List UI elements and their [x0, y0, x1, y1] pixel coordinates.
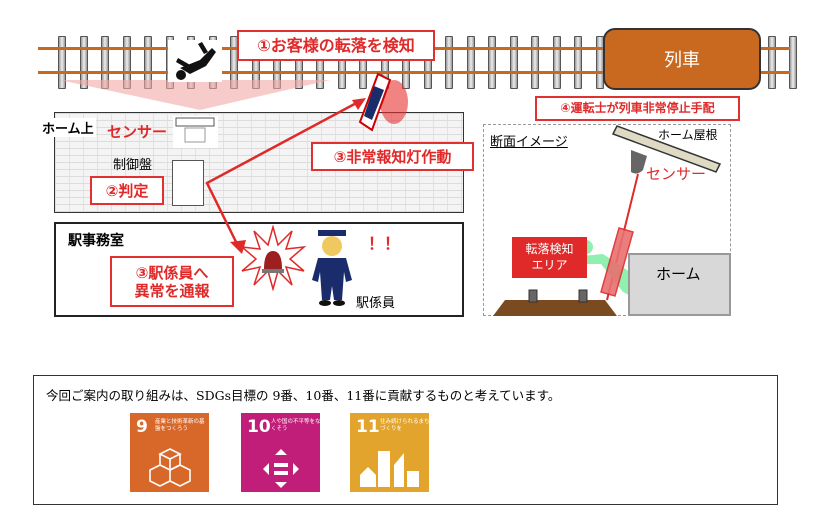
- sdg-number: 10: [247, 417, 271, 437]
- sdg-number: 9: [136, 417, 148, 437]
- area-line1: 転落検知: [525, 241, 574, 256]
- sdg-goal-11: 11 住み続けられるまちづくりを: [350, 413, 430, 492]
- sdg-title: 人や国の不平等をなくそう: [271, 419, 321, 433]
- station-staff-label: 駅係員: [356, 296, 396, 311]
- notify-line2: 異常を通報: [134, 281, 210, 300]
- control-panel-label: 制御盤: [113, 158, 153, 173]
- step3-notify-staff-callout: ③駅係員へ 異常を通報: [110, 256, 234, 307]
- step1-detect-callout: ①お客様の転落を検知: [237, 30, 435, 61]
- station-staff-icon: [310, 228, 354, 308]
- area-line2: エリア: [531, 257, 568, 272]
- station-office-label: 駅事務室: [68, 233, 124, 249]
- track-sleeper: [789, 36, 797, 89]
- exclamation-marks: ！！: [368, 234, 401, 253]
- step2-judge-callout: ②判定: [90, 176, 164, 205]
- step4-driver-callout: ④運転士が列車非常停止手配: [535, 96, 740, 121]
- sdg-title: 住み続けられるまちづくりを: [380, 419, 430, 433]
- track-sleeper: [488, 36, 496, 89]
- rail-bottom: [38, 71, 603, 74]
- emergency-light-icon: [358, 72, 408, 132]
- track-sleeper: [767, 36, 776, 89]
- cross-section-title: 断面イメージ: [490, 135, 568, 150]
- cubes-icon: [149, 448, 191, 487]
- platform-label: ホーム上: [40, 118, 96, 137]
- sensor-label: センサー: [107, 123, 168, 141]
- cross-section-platform: ホーム: [628, 253, 731, 316]
- cross-section-sensor-label: センサー: [646, 165, 707, 183]
- track-sleeper: [79, 36, 88, 89]
- track-sleeper: [466, 36, 475, 89]
- track-sleeper: [574, 36, 582, 89]
- sdg-number: 11: [356, 417, 380, 437]
- control-panel-icon: [172, 160, 204, 206]
- step3-light-callout: ③非常報知灯作動: [311, 142, 474, 171]
- sensor-icon: [173, 116, 218, 148]
- roof-label: ホーム屋根: [658, 128, 718, 142]
- track-sleeper: [531, 36, 539, 89]
- track-sleeper: [509, 36, 518, 89]
- track-sleeper: [58, 36, 66, 89]
- fall-detection-area: 転落検知 エリア: [512, 237, 587, 278]
- track-sleeper: [445, 36, 453, 89]
- falling-person-icon: [168, 40, 222, 82]
- city-buildings-icon: [360, 451, 419, 487]
- rail-top-right: [760, 47, 790, 50]
- rail-bottom-right: [760, 71, 790, 74]
- sdg-goal-10: 10 人や国の不平等をなくそう: [241, 413, 321, 492]
- sdg-goal-9: 9 産業と技術革新の基盤をつくろう: [130, 413, 209, 492]
- notify-line1: ③駅係員へ: [135, 263, 209, 282]
- alarm-burst-icon: [239, 224, 307, 292]
- track-sleeper: [552, 36, 561, 89]
- sdgs-statement: 今回ご案内の取り組みは、SDGs目標の 9番、10番、11番に貢献するものと考え…: [46, 388, 561, 403]
- sdg-title: 産業と技術革新の基盤をつくろう: [155, 419, 205, 433]
- equality-arrows-icon: [263, 449, 299, 488]
- sdgs-panel: [33, 375, 778, 505]
- train: 列車: [603, 28, 761, 90]
